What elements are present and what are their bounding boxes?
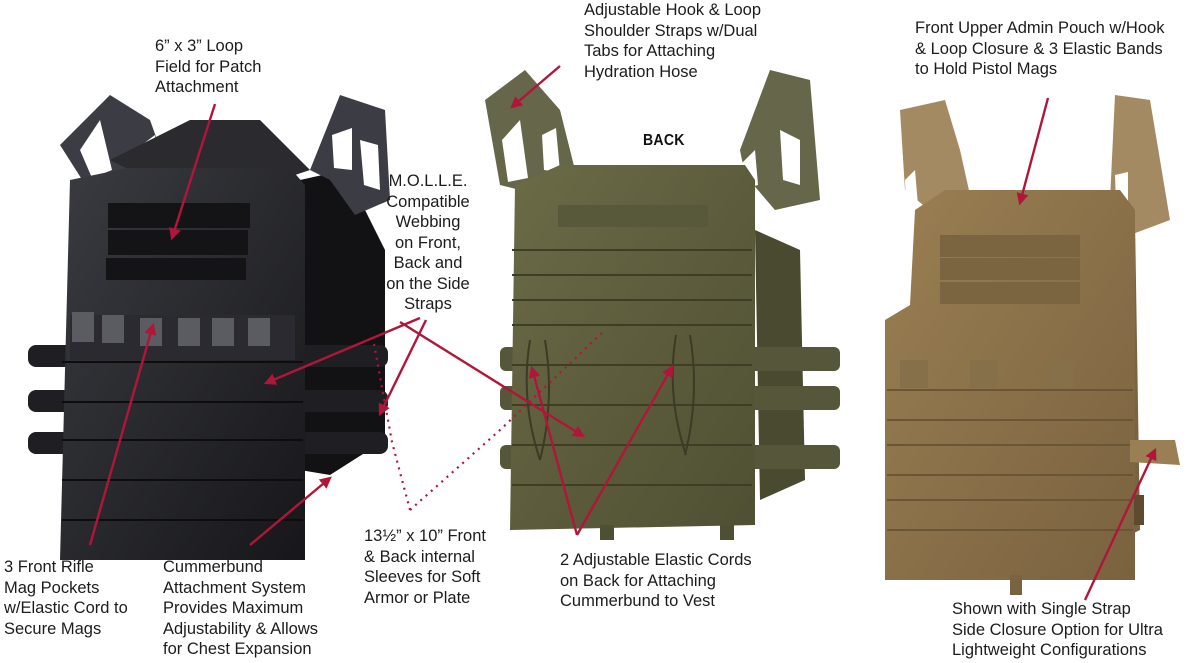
callout-cummerbund: Cummerbund Attachment System Provides Ma…	[163, 558, 318, 658]
arrow-cummerbund	[249, 476, 332, 546]
callout-loop-field: 6” x 3” Loop Field for Patch Attachment	[155, 37, 262, 96]
callout-single-strap: Shown with Single Strap Side Closure Opt…	[952, 600, 1163, 659]
callout-rifle-mag-pockets: 3 Front Rifle Mag Pockets w/Elastic Cord…	[4, 558, 128, 638]
callout-elastic-cords: 2 Adjustable Elastic Cords on Back for A…	[560, 551, 752, 610]
arrow-single-strap	[1083, 447, 1157, 601]
coyote-vest	[885, 95, 1180, 595]
arrow-admin-pouch	[1016, 97, 1050, 206]
callout-armor-sleeves: 13½” x 10” Front & Back internal Sleeves…	[364, 527, 486, 607]
arrow-sleeves-dotted	[370, 329, 606, 511]
callout-shoulder-straps: Adjustable Hook & Loop Shoulder Straps w…	[584, 1, 762, 81]
callout-molle-webbing: M.O.L.L.E. Compatible Webbing on Front, …	[386, 172, 470, 313]
back-view-tag: BACK	[643, 132, 685, 149]
arrow-shoulder-straps	[510, 65, 561, 109]
arrow-molle-front	[263, 316, 421, 385]
arrow-elastic-cord-right	[575, 364, 674, 536]
arrow-rifle-mag	[88, 322, 157, 546]
arrow-elastic-cord-left	[528, 365, 579, 536]
arrow-molle-side	[378, 319, 428, 417]
arrow-loop-field	[169, 103, 217, 241]
olive-vest	[485, 70, 840, 540]
callout-admin-pouch: Front Upper Admin Pouch w/Hook & Loop Cl…	[915, 19, 1165, 78]
arrow-molle-back	[399, 320, 586, 438]
